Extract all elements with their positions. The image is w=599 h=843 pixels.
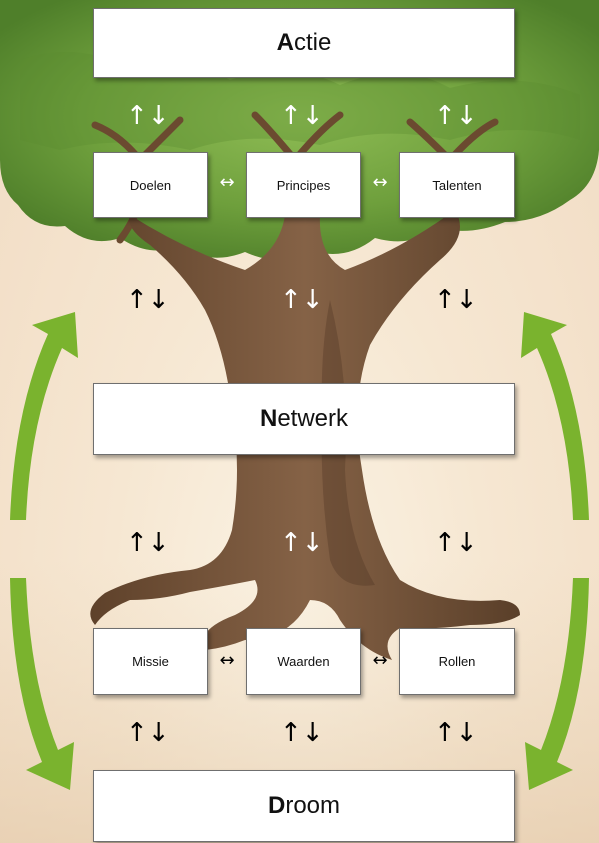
doelen-box: Doelen [93, 152, 208, 218]
arrow-waarden-rollen: ↔ [372, 650, 388, 671]
cycle-arrow-left-down [10, 578, 74, 790]
arrow-actie-principes: ↑↓ [280, 101, 324, 131]
droom-rest: room [285, 792, 341, 819]
arrow-talenten-netwerk: ↑↓ [434, 285, 478, 315]
droom-initial: D [267, 792, 286, 819]
cycle-arrow-right-up [521, 312, 589, 520]
arrow-netwerk-rollen: ↑↓ [434, 528, 478, 558]
arrow-doelen-principes: ↔ [219, 172, 235, 193]
principes-label: Principes [276, 177, 331, 193]
talenten-box: Talenten [399, 152, 515, 218]
doelen-label: Doelen [129, 177, 172, 193]
netwerk-initial: N [259, 405, 278, 432]
actie-rest: ctie [293, 29, 332, 56]
arrow-waarden-droom: ↑↓ [280, 718, 324, 748]
arrow-actie-doelen: ↑↓ [126, 101, 170, 131]
missie-label: Missie [132, 654, 169, 669]
cycle-arrows [10, 312, 589, 790]
arrow-missie-waarden: ↔ [219, 650, 235, 671]
arrow-missie-droom: ↑↓ [126, 718, 170, 748]
netwerk-rest: etwerk [277, 405, 349, 432]
arrow-netwerk-missie: ↑↓ [126, 528, 170, 558]
cycle-arrow-left-up [10, 312, 78, 520]
arrow-principes-netwerk: ↑↓ [280, 285, 324, 315]
waarden-box: Waarden [246, 628, 361, 695]
cycle-arrow-right-down [525, 578, 589, 790]
talenten-label: Talenten [432, 177, 482, 193]
arrow-actie-talenten: ↑↓ [434, 101, 478, 131]
arrow-rollen-droom: ↑↓ [434, 718, 478, 748]
arrow-principes-talenten: ↔ [372, 172, 388, 193]
arrow-netwerk-waarden: ↑↓ [280, 528, 324, 558]
principes-box: Principes [246, 152, 361, 218]
rollen-label: Rollen [438, 654, 476, 669]
actie-initial: A [276, 29, 294, 56]
arrow-doelen-netwerk: ↑↓ [126, 285, 170, 315]
missie-box: Missie [93, 628, 208, 695]
trunk-shadow [321, 300, 375, 586]
waarden-label: Waarden [277, 654, 330, 669]
rollen-box: Rollen [399, 628, 515, 695]
